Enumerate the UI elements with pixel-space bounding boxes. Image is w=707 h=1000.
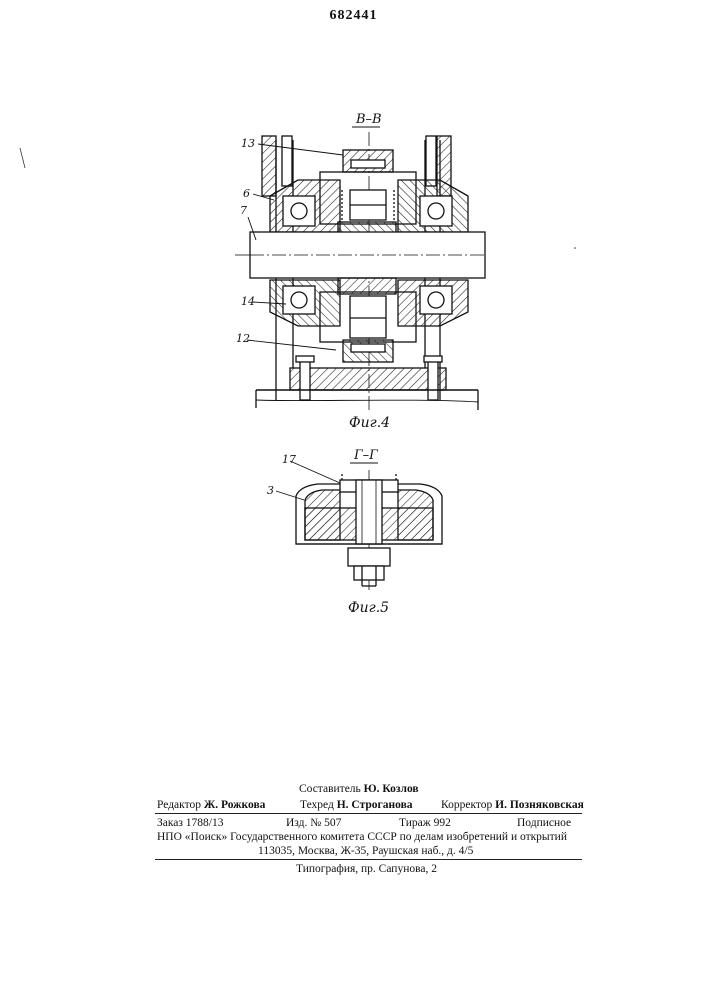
techred-label: Техред <box>300 799 334 811</box>
edition-number: Изд. № 507 <box>286 816 341 830</box>
part-label-13: 13 <box>241 137 255 150</box>
techred-line: Техред Н. Строганова <box>300 798 413 812</box>
figure-5-drawing: Г–Г 17 3 Фиг.5 <box>267 448 442 616</box>
part-label-17: 17 <box>282 453 296 466</box>
subscription: Подписное <box>517 816 571 830</box>
scan-mark <box>20 148 25 168</box>
compiler-name: Ю. Козлов <box>364 783 419 795</box>
compiler-label: Составитель <box>299 783 361 795</box>
scan-dot <box>574 247 576 249</box>
part-label-12: 12 <box>236 332 250 345</box>
printer-line: Типография, пр. Сапунова, 2 <box>296 862 437 876</box>
fig4-caption: Фиг.4 <box>349 415 390 431</box>
part-label-6: 6 <box>243 187 250 200</box>
editor-line: Редактор Ж. Рожкова <box>157 798 265 812</box>
techred-name: Н. Строганова <box>337 799 413 811</box>
order-number: Заказ 1788/13 <box>157 816 224 830</box>
fig4-section-label: В–В <box>355 112 382 127</box>
corrector-label: Корректор <box>441 799 492 811</box>
divider-bottom <box>155 859 582 860</box>
part-label-7: 7 <box>240 204 247 217</box>
organization-line: НПО «Поиск» Государственного комитета СС… <box>157 830 567 844</box>
drawing-sheet: В–В <box>0 0 707 700</box>
divider-top <box>155 813 582 814</box>
corrector-name: И. Позняковская <box>495 799 584 811</box>
part-label-3: 3 <box>267 484 274 497</box>
editor-label: Редактор <box>157 799 201 811</box>
figure-4-drawing: В–В <box>235 112 487 431</box>
corrector-line: Корректор И. Позняковская <box>441 798 584 812</box>
editor-name: Ж. Рожкова <box>204 799 266 811</box>
compiler-line: Составитель Ю. Козлов <box>299 782 419 796</box>
fig5-caption: Фиг.5 <box>348 600 389 616</box>
part-label-14: 14 <box>241 295 255 308</box>
fig5-section-label: Г–Г <box>353 448 378 463</box>
address-line: 113035, Москва, Ж-35, Раушская наб., д. … <box>258 844 473 858</box>
print-run: Тираж 992 <box>399 816 451 830</box>
